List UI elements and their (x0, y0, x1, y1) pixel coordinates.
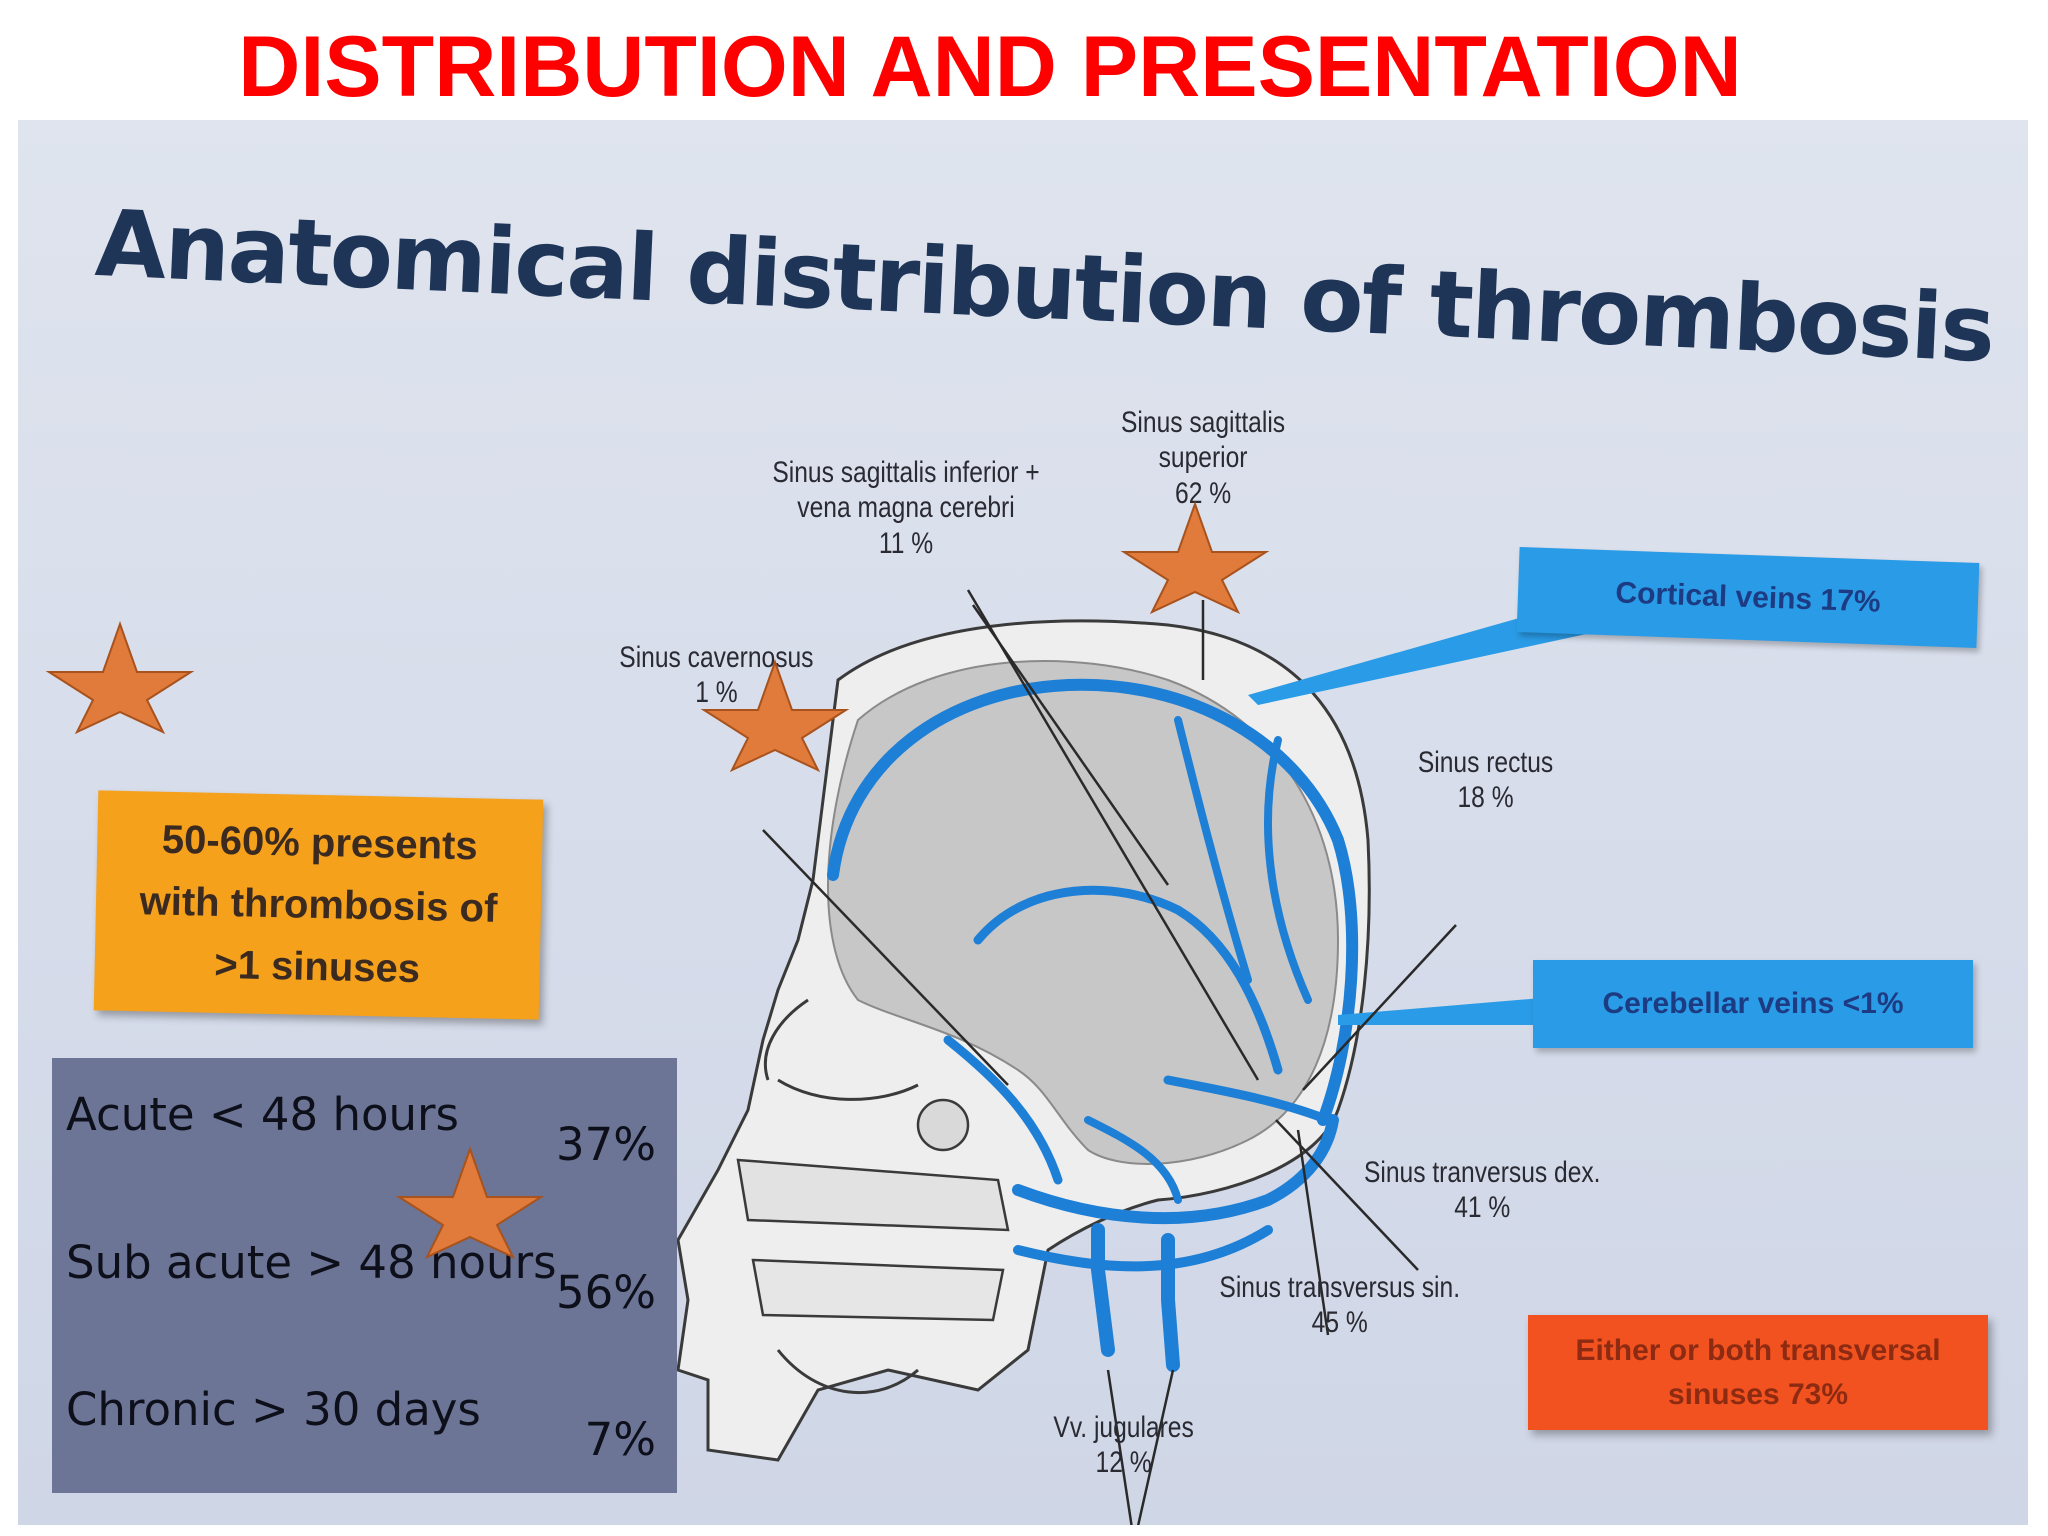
onset-name: Acute < 48 hours (66, 1088, 459, 1141)
cortical-vein-branch-2 (1264, 736, 1312, 1004)
star-icon (700, 659, 850, 773)
transverse-vein-2 (1013, 1225, 1273, 1272)
onset-row-acute: Acute < 48 hours 37% (66, 1088, 666, 1171)
sinus-rectus-vein (1163, 1075, 1333, 1125)
deep-vein (1084, 1116, 1182, 1204)
jugular-vein-right (1161, 1233, 1180, 1372)
multi-sinus-note: 50-60% presents with thrombosis of >1 si… (93, 790, 544, 1020)
onset-row-subacute: Sub acute > 48 hours 56% (66, 1236, 666, 1319)
cortical-vein-branch (1174, 716, 1252, 984)
onset-percent: 37% (555, 1118, 656, 1171)
cavernous-vein (943, 1035, 1063, 1185)
transverse-vein (1012, 1114, 1339, 1225)
label-sinus-sagittalis-superior: Sinus sagittalis superior 62 % (1121, 406, 1286, 510)
page-title: DISTRIBUTION AND PRESENTATION (238, 19, 1742, 115)
superior-sagittal-vein (827, 678, 1359, 1126)
inferior-sagittal-vein (973, 885, 1283, 1075)
label-sinus-transversus-dex: Sinus tranversus dex. 41 % (1363, 1156, 1601, 1225)
onset-percent: 7% (584, 1413, 656, 1466)
onset-name: Sub acute > 48 hours (66, 1236, 557, 1289)
star-icon (1120, 501, 1270, 615)
star-icon (45, 621, 195, 735)
jugular-vein-left (1091, 1223, 1115, 1357)
label-vv-jugulares: Vv. jugulares 12 % (1053, 1411, 1194, 1480)
onset-row-chronic: Chronic > 30 days 7% (66, 1383, 666, 1466)
onset-panel: Acute < 48 hours 37% Sub acute > 48 hour… (52, 1058, 677, 1493)
transversal-sinuses-note: Either or both transversal sinuses 73% (1528, 1315, 1988, 1430)
onset-percent: 56% (555, 1266, 656, 1319)
label-sinus-transversus-sin: Sinus transversus sin. 45 % (1219, 1271, 1461, 1340)
label-sinus-cavernosus: Sinus cavernosus 1 % (619, 641, 814, 710)
star-icon (395, 1146, 545, 1260)
cortical-veins-callout: Cortical veins 17% (1516, 546, 1980, 649)
cerebellar-callout-pointer (1338, 995, 1578, 1025)
onset-name: Chronic > 30 days (66, 1383, 481, 1436)
cerebellar-veins-callout: Cerebellar veins <1% (1533, 960, 1973, 1048)
label-sinus-rectus: Sinus rectus 18 % (1417, 746, 1554, 815)
brain-area (827, 660, 1340, 1165)
label-sinus-sagittalis-inferior: Sinus sagittalis inferior + vena magna c… (772, 456, 1040, 560)
